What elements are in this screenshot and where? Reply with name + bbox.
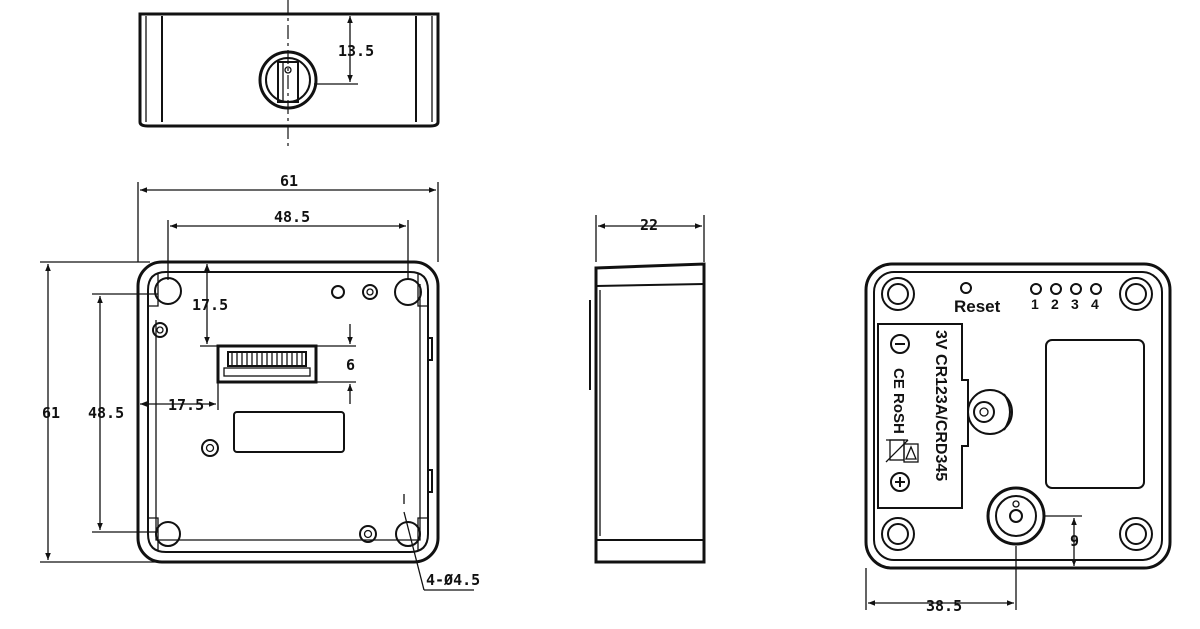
led-label-3: 3: [1071, 296, 1079, 312]
mount-hole-callout: 4-Ø4.5: [426, 571, 480, 589]
dc-jack: [986, 486, 1046, 546]
mount-hole-bottom-right: [395, 517, 428, 550]
certification-text: CE RoSH: [890, 368, 907, 434]
connector-left-offset-label: 17.5: [168, 396, 204, 414]
back-view: 61 48.5 61 48.5 17.5 17.5 6 4-Ø4.5: [40, 172, 480, 591]
battery-compartment: 3V CR123A/CRD345 CE RoSH: [877, 323, 1013, 509]
top-view: 13.5: [138, 0, 440, 148]
triangle-warning-icon: [903, 443, 919, 463]
jack-offset-y-label: 9: [1070, 532, 1079, 550]
mount-hole-top-left: [148, 274, 182, 307]
connector-height-label: 6: [346, 356, 355, 374]
mount-hole-bottom-left: [148, 517, 181, 550]
led-4: [1090, 283, 1102, 295]
top-hole-offset-label: 13.5: [338, 42, 374, 60]
led-label-1: 1: [1031, 296, 1039, 312]
overall-height-label: 61: [42, 404, 60, 422]
recycle-bin-icon: [885, 439, 909, 463]
reset-label: Reset: [954, 297, 1001, 316]
status-leds: 1 2 3 4: [1030, 283, 1102, 312]
side-view: 22: [589, 215, 706, 564]
led-3: [1070, 283, 1082, 295]
jack-offset-x-label: 38.5: [926, 597, 962, 615]
depth-label: 22: [640, 216, 658, 234]
mount-hole-top-right: [394, 274, 428, 307]
ribbon-connector: [216, 344, 318, 384]
minus-icon: [890, 334, 910, 354]
led-label-4: 4: [1091, 296, 1099, 312]
battery-spec-text: 3V CR123A/CRD345: [932, 330, 949, 481]
hole-spacing-x-label: 48.5: [274, 208, 310, 226]
connector-top-offset-label: 17.5: [192, 296, 228, 314]
plus-icon: [890, 472, 910, 492]
overall-width-label: 61: [280, 172, 298, 190]
led-label-2: 2: [1051, 296, 1059, 312]
hole-spacing-y-label: 48.5: [88, 404, 124, 422]
led-1: [1030, 283, 1042, 295]
display-window: [1045, 339, 1145, 489]
led-2: [1050, 283, 1062, 295]
front-view: Reset 1 2 3 4: [864, 262, 1172, 615]
reset-button-hole: [960, 282, 972, 294]
